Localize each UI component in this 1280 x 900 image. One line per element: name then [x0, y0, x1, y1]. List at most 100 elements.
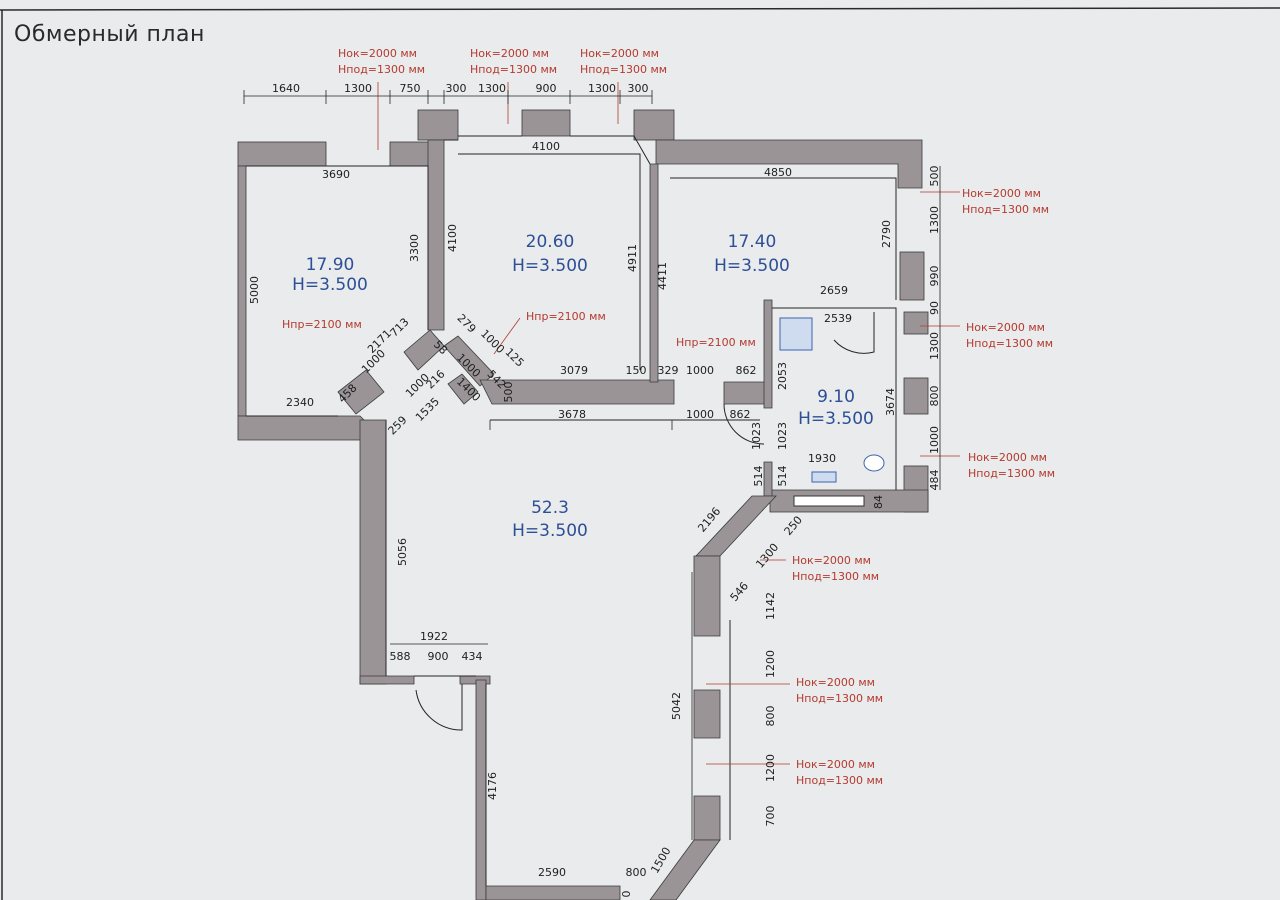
- door-swing: [833, 312, 875, 354]
- dim-label: 1142: [764, 592, 777, 620]
- dim-label: 3300: [408, 234, 421, 262]
- dim-label: 514: [752, 466, 765, 487]
- dimension-chains: [243, 90, 941, 840]
- dim-label: 1922: [420, 630, 448, 643]
- window-note-nok: Нок=2000 мм: [792, 554, 871, 567]
- wall-segment: [693, 555, 721, 637]
- sheet-top-border: [0, 7, 1280, 11]
- dim-label: 1000: [478, 327, 507, 356]
- room-outline: [458, 153, 641, 370]
- hall-dimension-labels: 3678 5056 1922 588 900 434 4176 2590 800…: [390, 408, 806, 898]
- dim-label: 3678: [558, 408, 586, 421]
- dim-label: 434: [462, 650, 483, 663]
- dim-label: 484: [928, 470, 941, 491]
- dim-label: 84: [872, 495, 885, 509]
- wall-segment: [693, 689, 721, 739]
- door-notes: Нпр=2100 мм Нпр=2100 мм Нпр=2100 мм: [282, 310, 756, 349]
- dim-label: 800: [928, 386, 941, 407]
- dim-label: 3690: [322, 168, 350, 181]
- dim-label: 1930: [808, 452, 836, 465]
- door-swing: [415, 684, 463, 731]
- wall-segment: [633, 109, 675, 141]
- wall-segment: [649, 163, 659, 383]
- wall-segment: [337, 369, 385, 415]
- window-note-npod: Нпод=1300 мм: [966, 337, 1053, 350]
- dim-label: 1200: [764, 754, 777, 782]
- room-area-label: 17.90: [306, 255, 355, 275]
- dim-label: 5056: [396, 538, 409, 566]
- interior-lines: [246, 135, 897, 886]
- dim-label: 3674: [884, 388, 897, 416]
- window-note-nok: Нок=2000 мм: [962, 187, 1041, 200]
- wall-segment: [417, 109, 459, 141]
- dim-label: 546: [728, 580, 751, 604]
- wall-segment: [693, 795, 721, 841]
- wall-segment: [443, 335, 495, 387]
- room-height-label: H=3.500: [714, 256, 790, 276]
- radiator-icon: [793, 495, 865, 507]
- toilet-icon: [863, 454, 885, 472]
- room-height-label: H=3.500: [798, 409, 874, 429]
- dim-label: 4176: [486, 772, 499, 800]
- window-note-nok: Нок=2000 мм: [580, 47, 659, 60]
- dim-label: 2590: [538, 866, 566, 879]
- dim-label: 990: [928, 266, 941, 287]
- wall-segment: [655, 139, 923, 189]
- room-outline: [670, 177, 897, 300]
- dim-label: 90: [928, 301, 941, 315]
- dim-label: 900: [428, 650, 449, 663]
- room-labels: 17.90 H=3.500 20.60 H=3.500 17.40 H=3.50…: [292, 232, 874, 541]
- dim-label: 300: [446, 82, 467, 95]
- dim-label: 588: [390, 650, 411, 663]
- door-note: Нпр=2100 мм: [676, 336, 756, 349]
- door-note: Нпр=2100 мм: [282, 318, 362, 331]
- dim-label: 0: [620, 891, 633, 898]
- dim-label: 862: [730, 408, 751, 421]
- dim-label: 1300: [928, 332, 941, 360]
- dim-label: 250: [782, 514, 805, 538]
- room3-dimension-labels: 4850 2790 4411 2659 329 1000 862 1000 86…: [656, 166, 893, 421]
- dim-label: 2196: [695, 505, 723, 535]
- dim-label: 2340: [286, 396, 314, 409]
- dim-label: 1023: [750, 422, 763, 450]
- plan-title: Обмерный план: [14, 22, 205, 47]
- window-note-npod: Нпод=1300 мм: [968, 467, 1055, 480]
- dim-label: 1300: [344, 82, 372, 95]
- dim-label: 800: [764, 706, 777, 727]
- door-swing: [723, 403, 765, 445]
- wall-segment: [485, 885, 621, 900]
- dim-label: 4100: [446, 224, 459, 252]
- dim-label: 1000: [928, 426, 941, 454]
- window-note-nok: Нок=2000 мм: [796, 676, 875, 689]
- wall-segment: [649, 839, 721, 900]
- wall-segment: [359, 675, 415, 685]
- room-outline: [772, 307, 897, 490]
- wall-segment: [389, 141, 431, 167]
- window-note-npod: Нпод=1300 мм: [580, 63, 667, 76]
- dim-label: 1300: [478, 82, 506, 95]
- dim-label: 5042: [670, 692, 683, 720]
- dim-label: 4850: [764, 166, 792, 179]
- wall-segment: [237, 165, 247, 417]
- room-height-label: H=3.500: [292, 275, 368, 295]
- dim-label: 2539: [824, 312, 852, 325]
- window-notes: Нок=2000 мм Нпод=1300 мм Нок=2000 мм Нпо…: [338, 47, 1055, 787]
- window-note-nok: Нок=2000 мм: [470, 47, 549, 60]
- wall-segment: [903, 311, 929, 335]
- room-height-label: H=3.500: [512, 256, 588, 276]
- window-note-npod: Нпод=1300 мм: [796, 774, 883, 787]
- room-height-label: H=3.500: [512, 521, 588, 541]
- door-note: Нпр=2100 мм: [526, 310, 606, 323]
- right-dimension-labels: 500 1300 990 90 1300 800 1000 484: [928, 166, 941, 491]
- window-note-npod: Нпод=1300 мм: [792, 570, 879, 583]
- dim-label: 1640: [272, 82, 300, 95]
- dim-label: 500: [928, 166, 941, 187]
- room-area-label: 9.10: [817, 387, 855, 407]
- window-note-npod: Нпод=1300 мм: [962, 203, 1049, 216]
- dim-label: 4100: [532, 140, 560, 153]
- wall-segment: [475, 679, 487, 900]
- dim-label: 1200: [764, 650, 777, 678]
- wall-segment: [427, 139, 445, 331]
- room-outline: [444, 135, 651, 165]
